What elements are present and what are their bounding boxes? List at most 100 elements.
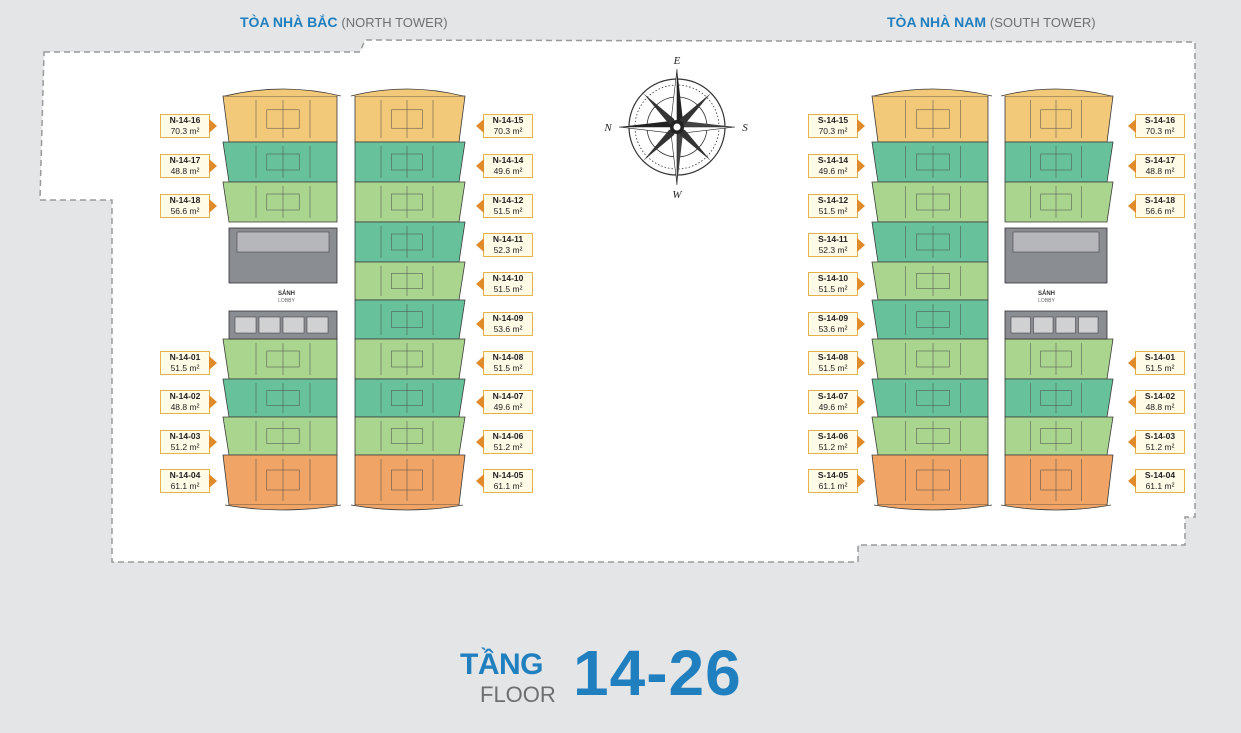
elevator bbox=[1078, 316, 1099, 334]
unit-block bbox=[871, 416, 989, 456]
unit-area: 51.5 m² bbox=[493, 206, 523, 216]
unit-code: N-14-14 bbox=[492, 155, 524, 165]
unit-area: 56.6 m² bbox=[170, 206, 200, 216]
room-outline bbox=[916, 193, 950, 211]
unit-area: 53.6 m² bbox=[818, 324, 848, 334]
north-tower-name: TÒA NHÀ BẮC bbox=[240, 14, 338, 30]
stair bbox=[1012, 231, 1100, 253]
south-tower-name: TÒA NHÀ NAM bbox=[887, 14, 987, 30]
base-curve bbox=[1000, 504, 1112, 511]
unit-area: 70.3 m² bbox=[170, 126, 200, 136]
compass-icon bbox=[618, 68, 736, 186]
unit-code: N-14-17 bbox=[169, 155, 201, 165]
unit-block bbox=[1004, 378, 1114, 418]
room-outline bbox=[391, 428, 423, 444]
unit-area: 56.6 m² bbox=[1145, 206, 1175, 216]
unit-code: N-14-11 bbox=[492, 234, 524, 244]
elevator bbox=[1055, 316, 1076, 334]
unit-block bbox=[1004, 181, 1114, 223]
room-outline bbox=[266, 390, 300, 406]
roof-curve bbox=[1000, 88, 1112, 97]
room-outline bbox=[1040, 428, 1072, 444]
unit-block bbox=[871, 261, 989, 301]
room-outline bbox=[391, 311, 423, 328]
unit-block bbox=[354, 181, 466, 223]
compass-label-right: S bbox=[742, 122, 748, 134]
room-outline bbox=[391, 350, 423, 368]
base-curve bbox=[224, 504, 342, 511]
room-outline bbox=[266, 193, 300, 211]
unit-area: 52.3 m² bbox=[493, 245, 523, 255]
unit-code: S-14-08 bbox=[817, 352, 849, 362]
roof-curve bbox=[873, 88, 993, 97]
unit-block bbox=[1004, 95, 1114, 143]
unit-block bbox=[1004, 416, 1114, 456]
elevator bbox=[234, 316, 257, 334]
unit-block bbox=[1004, 141, 1114, 183]
unit-code: S-14-17 bbox=[1144, 155, 1176, 165]
room-outline bbox=[391, 390, 423, 406]
elevator bbox=[1033, 316, 1054, 334]
unit-block bbox=[222, 141, 338, 183]
elevator bbox=[1010, 316, 1031, 334]
room-outline bbox=[916, 109, 950, 129]
unit-area: 51.2 m² bbox=[818, 442, 848, 452]
unit-code: N-14-18 bbox=[169, 195, 201, 205]
unit-block bbox=[222, 416, 338, 456]
unit-area: 70.3 m² bbox=[818, 126, 848, 136]
unit-area: 48.8 m² bbox=[170, 402, 200, 412]
unit-area: 61.1 m² bbox=[170, 481, 200, 491]
unit-code: N-14-16 bbox=[169, 115, 201, 125]
room-outline bbox=[391, 233, 423, 251]
unit-code: N-14-09 bbox=[492, 313, 524, 323]
unit-block bbox=[1004, 338, 1114, 380]
compass-label-top: E bbox=[673, 55, 681, 67]
north-lobby-title: SẢNH bbox=[278, 291, 296, 297]
unit-area: 51.5 m² bbox=[493, 284, 523, 294]
room-outline bbox=[266, 350, 300, 368]
room-outline bbox=[391, 153, 423, 171]
unit-area: 61.1 m² bbox=[1145, 481, 1175, 491]
unit-block bbox=[871, 299, 989, 340]
room-outline bbox=[1040, 109, 1072, 129]
unit-block bbox=[222, 378, 338, 418]
north-lobby-label: SẢNH LOBBY bbox=[278, 291, 295, 305]
unit-code: S-14-11 bbox=[818, 234, 848, 244]
unit-area: 51.2 m² bbox=[1145, 442, 1175, 452]
unit-code: S-14-15 bbox=[817, 115, 849, 125]
